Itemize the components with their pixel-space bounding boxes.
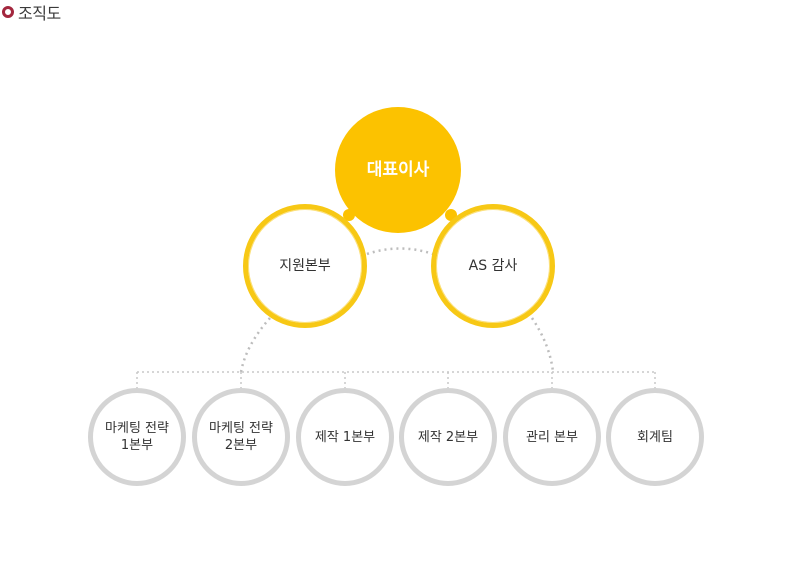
dept-node-production-1: 제작 1본부 xyxy=(296,388,394,486)
dept-label: 회계팀 xyxy=(637,429,673,445)
as-audit-label: AS 감사 xyxy=(468,257,518,274)
circle-bullet-icon xyxy=(2,6,14,18)
page-title: 조직도 xyxy=(2,2,61,23)
support-division-node: 지원본부 xyxy=(243,204,367,328)
dept-label: 마케팅 전략 1본부 xyxy=(105,421,169,453)
dept-label: 관리 본부 xyxy=(526,429,578,445)
dept-node-accounting: 회계팀 xyxy=(606,388,704,486)
support-branch xyxy=(239,317,271,373)
dept-label: 마케팅 전략 2본부 xyxy=(209,421,273,453)
dept-label: 제작 2본부 xyxy=(417,429,479,445)
as-audit-node: AS 감사 xyxy=(431,204,555,328)
support-division-label: 지원본부 xyxy=(279,257,331,274)
ceo-label: 대표이사 xyxy=(366,159,430,180)
dept-node-marketing-2: 마케팅 전략 2본부 xyxy=(192,388,290,486)
page-title-text: 조직도 xyxy=(18,4,61,23)
ceo-node: 대표이사 xyxy=(335,107,461,233)
dept-node-management: 관리 본부 xyxy=(503,388,601,486)
dept-node-production-2: 제작 2본부 xyxy=(399,388,497,486)
dept-node-marketing-1: 마케팅 전략 1본부 xyxy=(88,388,186,486)
dept-label: 제작 1본부 xyxy=(314,429,376,445)
level2-link xyxy=(366,247,434,256)
audit-branch xyxy=(530,317,555,373)
